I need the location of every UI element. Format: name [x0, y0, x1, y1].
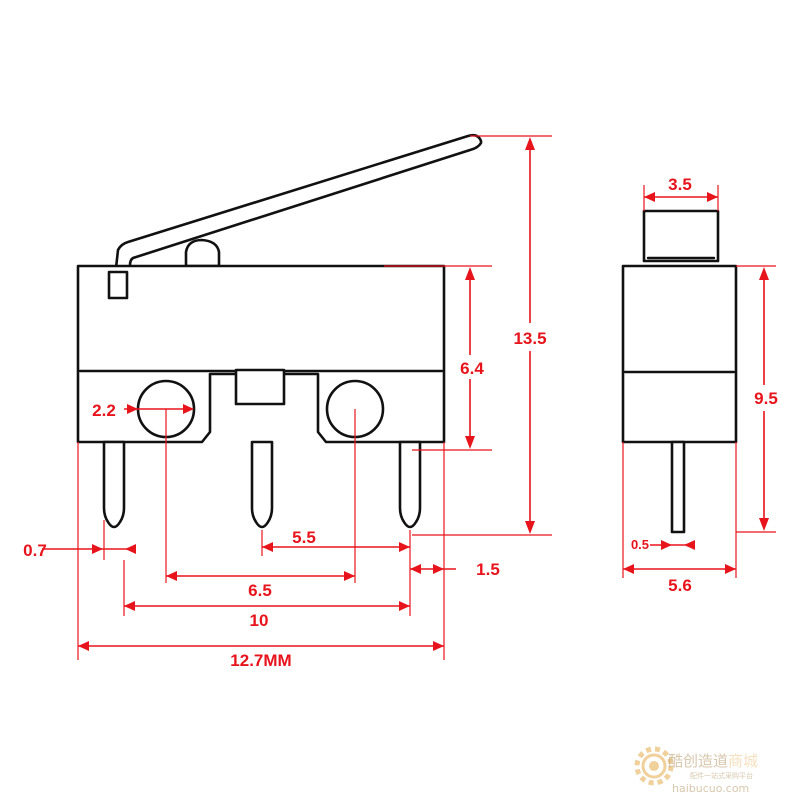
gear-logo-icon — [634, 746, 674, 786]
pin-center — [250, 440, 274, 529]
side-plunger — [642, 209, 720, 263]
dim-pin-span: 10 — [250, 611, 269, 630]
front-view — [76, 133, 483, 529]
dim-pin-width: 0.7 — [23, 541, 47, 560]
dim-pin-thickness: 0.5 — [631, 537, 649, 552]
side-pin — [670, 440, 686, 534]
switch-body — [76, 264, 446, 444]
dim-side-body-height: 9.5 — [754, 389, 778, 408]
dim-hole-pitch: 6.5 — [248, 581, 272, 600]
dim-pin-pitch-right: 5.5 — [292, 528, 316, 547]
dim-height-total: 13.5 — [513, 329, 546, 348]
actuator-button — [184, 238, 221, 268]
dim-side-body-depth: 5.6 — [668, 576, 692, 595]
dim-body-height: 6.4 — [460, 359, 484, 378]
side-dimensions: 3.5 9.5 0.5 5.6 — [622, 175, 785, 595]
center-window — [234, 368, 286, 406]
lever-arm — [114, 133, 483, 270]
watermark-line2: 配件一站式采购平台 — [690, 771, 753, 780]
watermark-url: haibucuo.com — [672, 782, 749, 795]
pin-right — [398, 440, 422, 529]
watermark-accent: 商城 — [728, 752, 758, 770]
dim-plunger-width: 3.5 — [668, 175, 692, 194]
dim-edge-offset: 1.5 — [476, 560, 500, 579]
dim-hole-diameter: 2.2 — [92, 401, 116, 420]
side-view — [621, 209, 738, 534]
watermark-line1: 酷创造道 — [668, 752, 728, 770]
svg-text:酷创造道商城: 酷创造道商城 — [668, 752, 758, 770]
watermark: 酷创造道商城 配件一站式采购平台 haibucuo.com — [634, 746, 758, 795]
dim-body-width: 12.7MM — [230, 651, 291, 670]
front-dimensions: 13.5 6.4 2.2 0.7 5.5 — [23, 135, 562, 670]
side-body — [621, 264, 738, 444]
lever-retainer — [107, 270, 129, 300]
pin-common — [102, 440, 126, 529]
